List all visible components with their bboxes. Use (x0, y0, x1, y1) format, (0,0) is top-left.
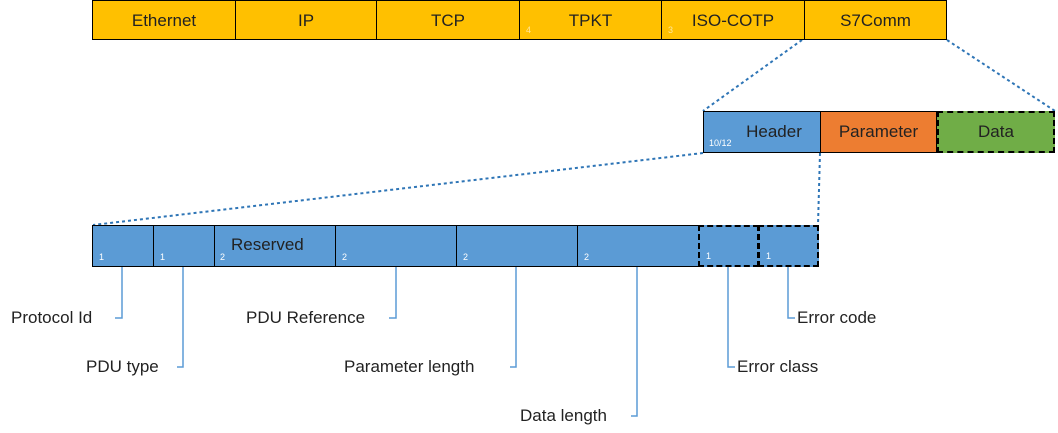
layer-s7comm: S7Comm (804, 0, 947, 40)
pdu-data: Data (937, 111, 1055, 153)
field-size: 1 (99, 252, 105, 262)
field-error-code: 1 (758, 225, 819, 267)
layer-tpkt-label: TPKT (568, 11, 613, 30)
field-reserved-label: Reserved (231, 235, 304, 254)
zoom-line-s7comm-right (946, 39, 1056, 112)
leader-error-code (787, 267, 795, 319)
field-data-length: 2 (577, 225, 699, 267)
caption-parameter-length: Parameter length (344, 357, 475, 376)
field-size: 2 (584, 252, 590, 262)
pdu-header: 10/12 Header (703, 111, 821, 153)
layer-iso-cotp-label: ISO-COTP (691, 11, 775, 30)
leader-pdu-reference (389, 267, 397, 319)
field-size: 1 (766, 251, 772, 261)
leader-data-length (631, 267, 638, 417)
layer-ip: IP (235, 0, 377, 40)
layer-iso-cotp: 3 ISO-COTP (661, 0, 805, 40)
zoom-line-header-left (92, 152, 704, 226)
field-reserved: 2 Reserved (214, 225, 336, 267)
field-size: 2 (463, 252, 469, 262)
layer-tcp: TCP (376, 0, 520, 40)
pdu-header-size: 10/12 (709, 138, 732, 148)
field-size: 1 (160, 252, 166, 262)
field-error-class: 1 (698, 225, 759, 267)
layer-iso-cotp-size: 3 (668, 25, 674, 35)
caption-error-class: Error class (737, 357, 819, 376)
layer-tcp-label: TCP (431, 11, 465, 30)
pdu-data-label: Data (978, 122, 1014, 141)
leader-protocol-id (115, 267, 123, 319)
layer-ip-label: IP (297, 11, 315, 30)
pdu-parameter: Parameter (820, 111, 937, 153)
pdu-header-label: Header (746, 122, 802, 141)
caption-protocol-id: Protocol Id (11, 308, 93, 327)
caption-pdu-reference: PDU Reference (246, 308, 366, 327)
layer-ethernet-label: Ethernet (131, 11, 197, 30)
field-protocol-id: 1 (92, 225, 154, 267)
layer-s7comm-label: S7Comm (840, 11, 911, 30)
leader-error-class (727, 267, 735, 368)
zoom-line-header-right (817, 152, 821, 226)
caption-pdu-type: PDU type (86, 357, 159, 376)
layer-tpkt: 4 TPKT (519, 0, 662, 40)
field-pdu-type: 1 (153, 225, 215, 267)
layer-tpkt-size: 4 (526, 25, 532, 35)
pdu-parameter-label: Parameter (838, 122, 919, 141)
caption-data-length: Data length (520, 406, 607, 425)
field-parameter-length: 2 (456, 225, 578, 267)
layer-ethernet: Ethernet (92, 0, 236, 40)
field-size: 1 (706, 251, 712, 261)
field-size: 2 (220, 252, 226, 262)
leader-parameter-length (510, 267, 517, 368)
caption-error-code: Error code (797, 308, 877, 327)
leader-pdu-type (177, 267, 184, 368)
field-pdu-reference: 2 (335, 225, 457, 267)
field-size: 2 (342, 252, 348, 262)
zoom-line-s7comm-left (702, 39, 803, 112)
